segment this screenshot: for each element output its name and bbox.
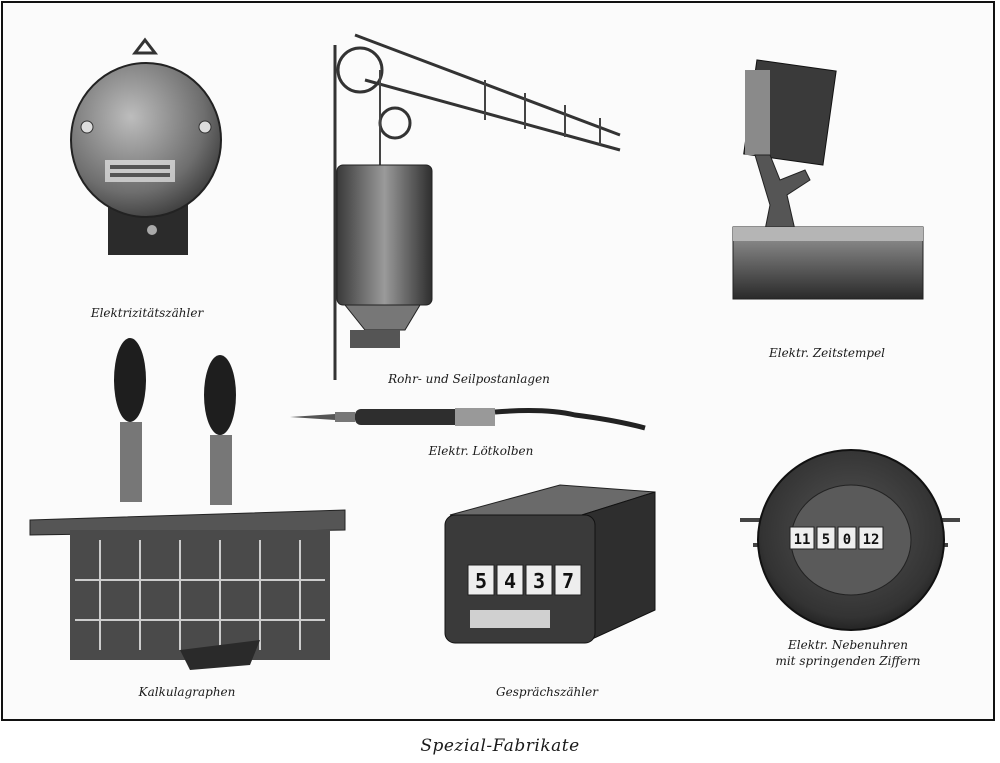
caption-slave-clock-line1: Elektr. Nebenuhren xyxy=(788,638,908,652)
call-counter-digit: 3 xyxy=(533,569,545,593)
call-counter-digit: 4 xyxy=(504,569,516,593)
slave-clock-digit: 0 xyxy=(843,532,851,548)
call-counter-illustration: 5 4 3 7 xyxy=(444,484,656,644)
caption-soldering-iron: Elektr. Lötkolben xyxy=(428,444,534,458)
caption-pneumatic-post: Rohr- und Seilpostanlagen xyxy=(388,372,550,386)
slave-clock-illustration: 11 5 0 12 xyxy=(740,449,960,631)
call-counter-digit: 5 xyxy=(475,569,487,593)
slave-clock-digit: 11 xyxy=(794,532,811,548)
time-stamp-illustration xyxy=(732,59,924,300)
caption-time-stamp: Elektr. Zeitstempel xyxy=(768,346,886,360)
caption-slave-clock-line2: mit springenden Ziffern xyxy=(775,654,921,668)
electricity-meter-illustration xyxy=(70,37,222,255)
caption-slave-clock: Elektr. Nebenuhren mit springenden Ziffe… xyxy=(775,637,920,669)
call-counter-digit: 7 xyxy=(562,569,574,593)
pneumatic-post-illustration xyxy=(333,33,621,380)
calculator-illustration xyxy=(29,338,346,670)
caption-electricity-meter: Elektrizitätszähler xyxy=(90,306,204,320)
soldering-iron-illustration xyxy=(290,408,646,431)
page-title: Spezial-Fabrikate xyxy=(420,736,580,756)
caption-call-counter: Gesprächszähler xyxy=(496,685,598,699)
slave-clock-digit: 12 xyxy=(863,532,880,548)
caption-calculator: Kalkulagraphen xyxy=(138,685,236,699)
slave-clock-digit: 5 xyxy=(822,532,830,548)
